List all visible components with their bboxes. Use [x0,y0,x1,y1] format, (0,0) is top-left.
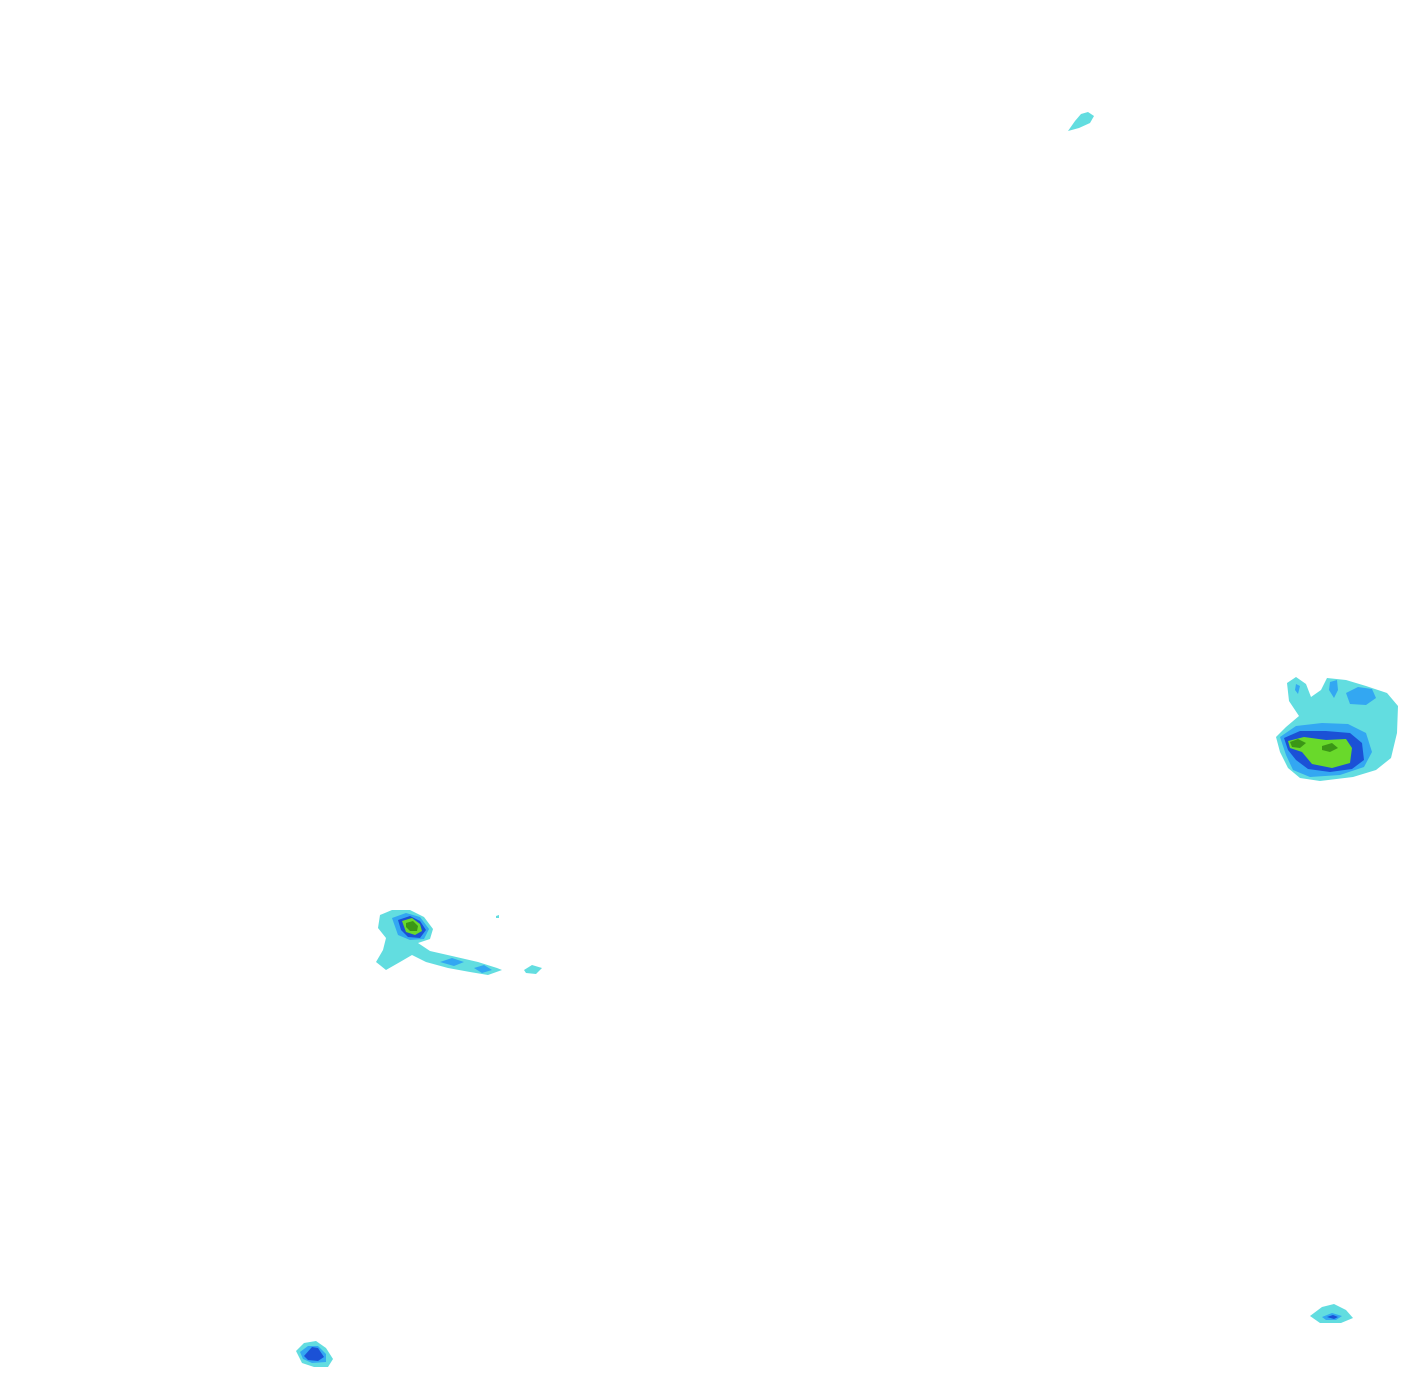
contour-level-2 [1329,680,1338,698]
contour-level-1 [524,965,542,974]
cell-southwest-small [296,1341,333,1367]
contour-level-3 [1327,1315,1338,1319]
cell-east-cluster [1276,677,1398,781]
contour-level-1 [496,915,499,918]
contour-level-4 [1288,737,1352,768]
cell-north-small [1068,112,1094,131]
contour-level-2 [474,965,492,973]
contour-level-2 [440,958,464,966]
cell-southeast-small [1310,1304,1353,1323]
contour-level-5 [406,921,418,931]
contour-level-2 [1295,684,1300,694]
contour-level-3 [304,1347,324,1361]
cell-west-cluster [376,910,542,975]
contour-level-1 [1068,112,1094,131]
contour-level-5 [1290,739,1306,748]
contour-level-2 [1346,687,1376,705]
contour-level-5 [1322,743,1338,752]
